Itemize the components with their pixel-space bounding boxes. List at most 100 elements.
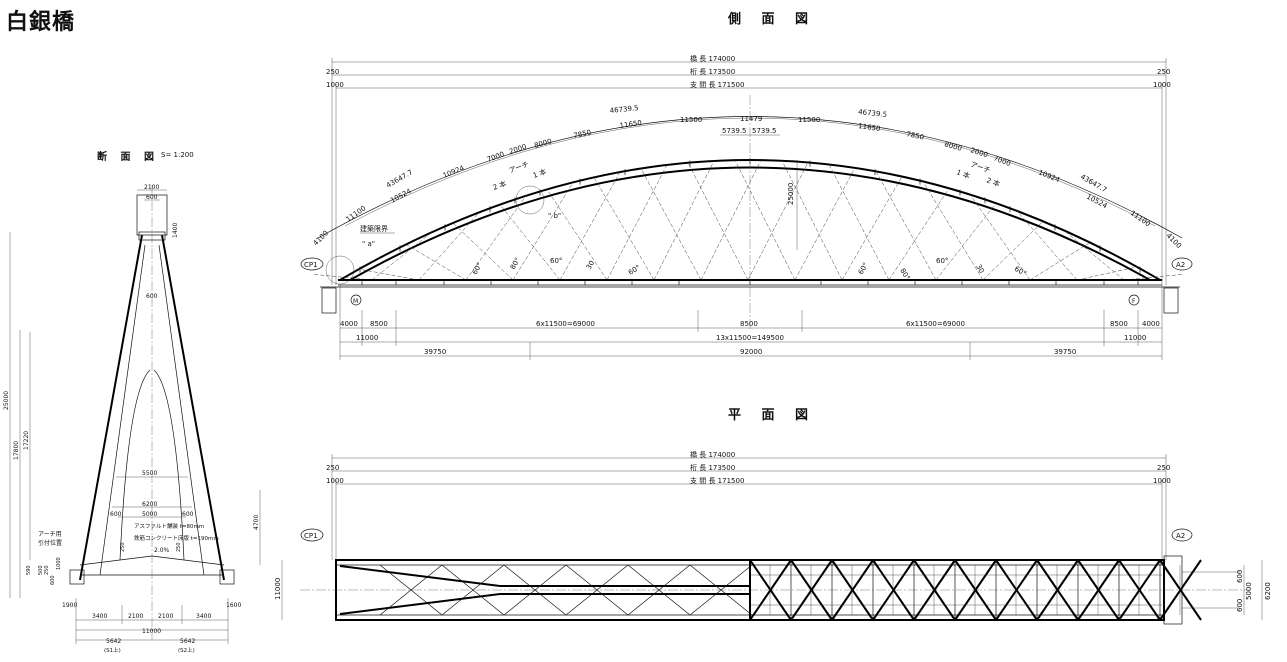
sec-b1-3: 3400 [196,613,211,620]
support-a2-plan: A2 [1176,532,1185,540]
seg-r-4: 2000 [969,146,988,159]
seg-r-5: 7000 [992,154,1011,168]
arch-count-right-c: 2 本 [985,175,1001,188]
dim-r3-0: 39750 [424,348,446,356]
support-cp1-side: CP1 [304,261,318,269]
sec-dim-600: 600 [50,575,56,585]
clearance-label: 建築限界 [360,224,388,233]
support-cp1-plan: CP1 [304,532,318,540]
seg-l-8: 11650 [619,119,642,130]
dim-r1-4: 6x11500=69000 [906,320,965,328]
sec-height-a: 17800 [13,441,20,460]
side-end-offset-right: 1000 [1153,81,1171,89]
plan-end-gap-right: 250 [1157,464,1170,472]
sec-top-inner: 600 [146,194,158,201]
plan-end-offset-left: 1000 [326,477,344,485]
sec-top-depth: 1400 [172,223,179,238]
sec-slope: 2.0% [154,547,170,554]
angle-l3: 60° [550,257,562,265]
angle-r1: 60° [857,261,870,276]
dim-r1-0: 4000 [340,320,358,328]
sec-dim-4700: 4700 [253,515,260,530]
sec-b3-1: 5642 [180,638,195,645]
angle-r5: 60° [1013,265,1028,278]
seg-r-9: 4100 [1165,232,1183,250]
arch-count-left-b: 2 本 [492,179,508,192]
seg-l-1: 11100 [345,204,368,223]
seg-l-2: 10524 [389,187,413,205]
plan-girder-length: 桁 長 173500 [690,463,735,472]
sec-deck-side-l: 600 [110,511,122,518]
sec-dim-590: 590 [26,565,32,575]
arch-chord-upper-right: 46739.5 [858,108,888,119]
sec-height-b: 17220 [23,431,30,450]
angle-r4: 30 [974,263,985,275]
plan-end-gap-left: 250 [326,464,339,472]
plan-dim-r2: 600 [1236,599,1244,612]
sec-dim-250b: 250 [44,565,50,575]
side-rise: 25000 [787,183,795,205]
plan-span-length: 支 間 長 171500 [690,476,744,485]
plan-dim-r1: 5000 [1245,582,1253,600]
detail-a: " a" [362,240,375,248]
dim-r1-3: 8500 [740,320,758,328]
sec-side-1600: 1600 [226,602,241,609]
support-a2-side: A2 [1176,261,1185,269]
sec-arch-pos-1: アーチ用 [38,531,62,538]
side-girder-length: 桁 長 173500 [690,67,735,76]
seg-r-8: 11100 [1129,209,1152,228]
seg-l-9: 11500 [680,116,702,124]
sec-arch-pos-2: 引付位置 [38,539,62,547]
sec-inner-width: 600 [146,293,158,300]
angle-r3: 60° [936,257,948,265]
seg-l-3: 10924 [442,164,466,180]
side-span-length: 支 間 長 171500 [690,80,744,89]
crown-half-left: 5739.5 [722,127,747,135]
section-view: 2100 600 1400 600 25000 17800 17220 5500… [3,184,261,654]
sec-dim-250-l: 250 [120,542,126,552]
sec-b3-0: 5642 [106,638,121,645]
side-end-gap-right: 250 [1157,68,1170,76]
dim-r3-1: 92000 [740,348,762,356]
sec-dim-1000: 1000 [56,557,62,570]
side-end-gap-left: 250 [326,68,339,76]
arch-count-left-a: アーチ [508,160,530,175]
side-end-offset-left: 1000 [326,81,344,89]
seg-r-2: 7850 [906,130,925,142]
seg-r-6: 10924 [1037,168,1061,184]
sec-deck-5000: 5000 [142,511,157,518]
side-view: 橋 長 174000 桁 長 173500 支 間 長 171500 250 2… [300,54,1193,360]
dim-r3-2: 39750 [1054,348,1076,356]
sec-b4-0: (S1上) [104,646,121,654]
plan-view-title: 平 面 図 [728,408,817,423]
sec-dim-500: 500 [38,565,44,575]
sec-b1-1: 2100 [128,613,143,620]
section-scale: S= 1:200 [161,151,194,159]
dim-r1-2: 6x11500=69000 [536,320,595,328]
bearing-f: F [1132,298,1136,305]
plan-bridge-length: 橋 長 174000 [690,450,735,459]
angle-l4: 30 [585,259,596,271]
sec-dim-250-r: 250 [176,542,182,552]
arch-chord-left: 43647.7 [385,168,414,189]
side-view-title: 側 面 図 [728,12,817,27]
sec-total-height: 25000 [3,391,10,410]
arch-count-left-c: 1 本 [532,167,548,180]
dim-r1-1: 8500 [370,320,388,328]
seg-r-7: 10524 [1085,193,1109,211]
sec-b4-1: (S2上) [178,646,195,654]
plan-end-offset-right: 1000 [1153,477,1171,485]
sec-b1-0: 3400 [92,613,107,620]
dim-r1-6: 4000 [1142,320,1160,328]
side-bridge-length: 橋 長 174000 [690,54,735,63]
dim-r2-2: 11000 [1124,334,1146,342]
angle-l1: 60° [471,261,484,276]
section-view-title: 断 面 図 [97,152,159,163]
crown-segment: 11479 [740,115,762,123]
angle-l5: 60° [627,264,642,277]
sec-side-1900: 1900 [62,602,77,609]
dim-r2-0: 11000 [356,334,378,342]
arch-chord-upper-left: 46739.5 [609,104,639,115]
seg-l-7: 7850 [573,128,592,140]
